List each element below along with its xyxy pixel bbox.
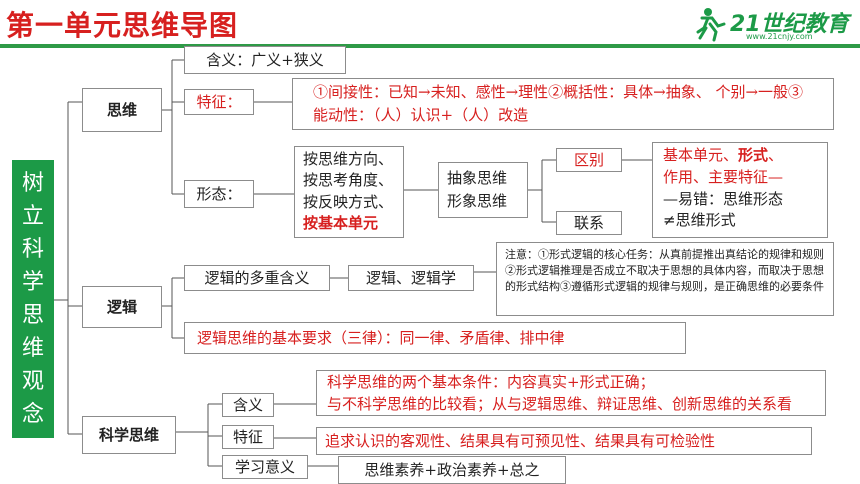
sci-significance-label: 学习意义 [222,455,308,479]
difference-label: 区别 [556,148,622,172]
detail-part: 基本单元、 [663,146,739,164]
logic-basic-requirements: 逻辑思维的基本要求（三律）：同一律、矛盾律、排中律 [184,322,686,354]
sci-feature-text: 追求认识的客观性、结果具有可预见性、结果具有可检验性 [316,427,812,455]
type-image: 形象思维 [447,191,508,210]
logo-url: www.21cnjy.com [746,32,813,41]
runner-icon [696,8,726,42]
thinking-meaning: 含义：广义+狭义 [184,46,346,74]
detail-part-bold: 形式 [738,146,769,164]
branch-scientific-thinking: 科学思维 [82,416,176,454]
sci-meaning-line: 科学思维的两个基本条件：内容真实+形式正确； [327,373,655,391]
detail-part: 、 [768,146,784,164]
detail-line: —易错：思维形态 [663,189,784,208]
form-division-list: 按思维方向、 按思考角度、 按反映方式、 按基本单元 [294,146,404,238]
logo-text: 21世纪教育 [730,12,849,37]
division-item: 按思维方向、 [303,150,394,168]
logic-multi-meaning: 逻辑的多重含义 [184,265,330,291]
branch-logic: 逻辑 [82,286,162,328]
sci-significance-text: 思维素养+政治素养+总之 [338,456,566,484]
sci-feature-label: 特征 [222,425,274,449]
brand-logo: 21世纪教育 www.21cnjy.com [694,4,854,44]
branch-thinking: 思维 [82,88,162,132]
root-node: 树立科学思维观念 [12,160,54,438]
type-abstract: 抽象思维 [447,169,508,187]
division-item-highlight: 按基本单元 [303,213,379,232]
thinking-form-label: 形态： [184,180,254,208]
division-item: 按思考角度、 [303,171,394,190]
thinking-types: 抽象思维 形象思维 [438,162,528,218]
connection-label: 联系 [556,211,622,235]
sci-meaning-text: 科学思维的两个基本条件：内容真实+形式正确； 与不科学思维的比较看；从与逻辑思维… [316,370,826,416]
sci-meaning-label: 含义 [222,393,274,417]
root-label: 树立科学思维观念 [21,171,44,427]
page-title: 第一单元思维导图 [6,9,239,42]
sci-meaning-line: 与不科学思维的比较看；从与逻辑思维、辩证思维、创新思维的关系看 [327,394,793,413]
logic-and-logic-science: 逻辑、逻辑学 [348,265,474,291]
logic-note: 注意：①形式逻辑的核心任务：从真前提推出真结论的规律和规则②形式逻辑推理是否成立… [496,242,834,316]
difference-detail: 基本单元、形式、 作用、主要特征— —易错：思维形态 ≠思维形式 [652,142,828,238]
thinking-feature-text: ①间接性：已知→未知、感性→理性②概括性：具体→抽象、 个别→一般③能动性：（人… [292,78,834,130]
detail-line: 作用、主要特征— [663,167,784,186]
division-item: 按反映方式、 [303,192,394,211]
detail-line: ≠思维形式 [663,211,736,230]
thinking-feature-label: 特征： [184,89,254,115]
title-underline [0,44,860,48]
